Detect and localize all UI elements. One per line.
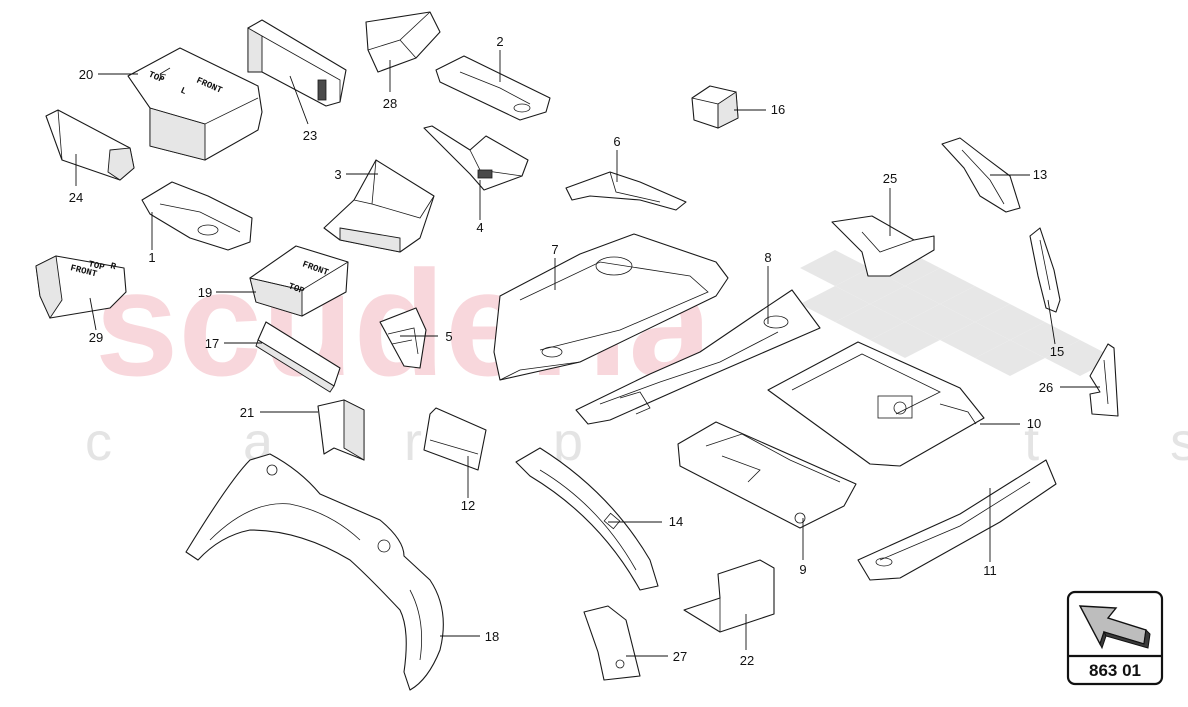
part-9: [677, 421, 857, 529]
part-2: [435, 55, 551, 121]
part-6: [565, 171, 687, 211]
callout-21: 21: [240, 405, 254, 420]
part-11: [857, 459, 1057, 581]
badge-code: 863 01: [1089, 661, 1141, 680]
part-19: FRONT TOP: [249, 245, 349, 317]
callout-8: 8: [764, 250, 771, 265]
part-27: [583, 605, 641, 681]
callout-22: 22: [740, 653, 754, 668]
callout-16: 16: [771, 102, 785, 117]
callout-5: 5: [445, 329, 452, 344]
callout-19: 19: [198, 285, 212, 300]
callout-3: 3: [334, 167, 341, 182]
callout-12: 12: [461, 498, 475, 513]
part-25: [831, 215, 935, 277]
callout-10: 10: [1027, 416, 1041, 431]
callout-9: 9: [799, 562, 806, 577]
callout-25: 25: [883, 171, 897, 186]
callout-2: 2: [496, 34, 503, 49]
part-29-print-r: R: [109, 261, 117, 272]
part-29-print-top: TOP: [87, 259, 106, 273]
part-3: [323, 159, 435, 253]
callout-11: 11: [983, 563, 997, 578]
part-20: TOP FRONT L: [127, 47, 263, 161]
callout-26: 26: [1039, 380, 1053, 395]
callout-13: 13: [1033, 167, 1047, 182]
part-4: [423, 125, 529, 191]
part-22: [683, 559, 775, 633]
callout-15: 15: [1050, 344, 1064, 359]
part-23: [247, 19, 347, 107]
arrow-icon: [1078, 605, 1151, 650]
watermark-checker: [800, 250, 1115, 376]
callout-7: 7: [551, 242, 558, 257]
part-16: [691, 85, 739, 129]
reference-badge: 863 01: [1066, 590, 1164, 686]
part-8: [575, 289, 821, 425]
part-7: [493, 233, 729, 381]
callout-4: 4: [476, 220, 483, 235]
callout-27: 27: [673, 649, 687, 664]
callout-29: 29: [89, 330, 103, 345]
callout-20: 20: [79, 67, 93, 82]
callout-24: 24: [69, 190, 83, 205]
callout-17: 17: [205, 336, 219, 351]
part-15: [1029, 227, 1061, 313]
callout-6: 6: [613, 134, 620, 149]
callout-28: 28: [383, 96, 397, 111]
part-28: [365, 11, 441, 73]
part-18: [185, 453, 444, 691]
callout-1: 1: [148, 250, 155, 265]
callout-23: 23: [303, 128, 317, 143]
part-13: [941, 137, 1021, 213]
callout-14: 14: [669, 514, 683, 529]
part-10: [767, 341, 985, 467]
callout-18: 18: [485, 629, 499, 644]
part-24: [45, 109, 135, 181]
part-26: [1089, 343, 1119, 417]
part-21: [317, 399, 365, 461]
callout-labels: 1 2 3 4 5 6 7 8 9 10 11 12 13 14 15 16 1…: [69, 34, 1064, 668]
part-14: [515, 447, 659, 591]
part-17: [255, 321, 341, 393]
part-5: [379, 307, 427, 369]
part-29: FRONT TOP R: [35, 255, 127, 319]
part-1: [141, 181, 253, 251]
part-20-print-l: L: [179, 86, 188, 97]
part-12: [423, 407, 487, 471]
leader-lines: [75, 50, 1100, 657]
